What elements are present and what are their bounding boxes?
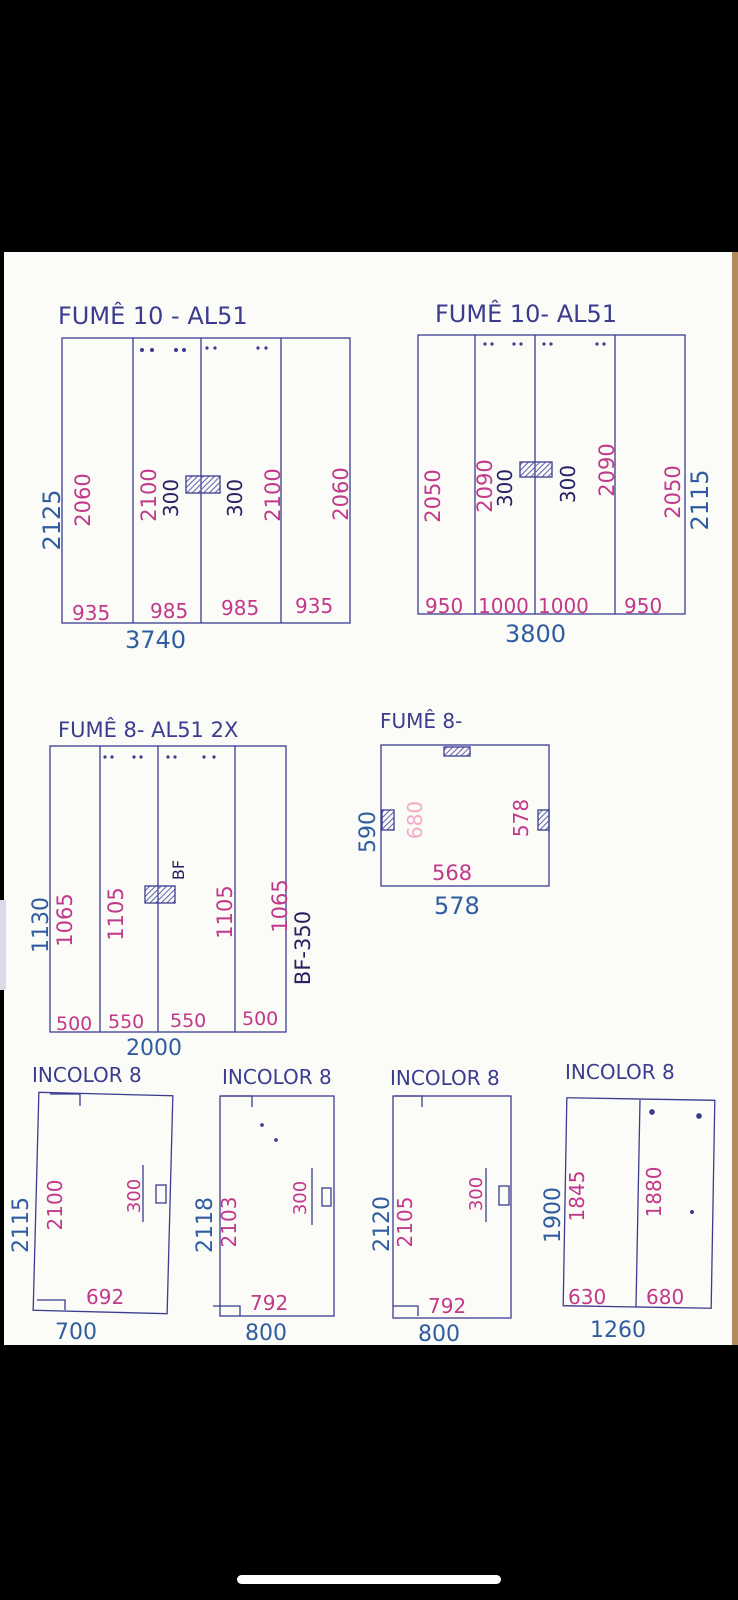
- sheet3-panel3-height: 1105: [213, 885, 237, 938]
- sheet2-panel2-width: 1000: [478, 594, 529, 618]
- sheet-incolor-8-c: [392, 1095, 512, 1319]
- sheet4-total-width: 578: [434, 892, 480, 920]
- sheet2-panel4-width: 950: [624, 594, 662, 618]
- sheet3-panel4-width: 500: [242, 1008, 278, 1030]
- sheet2-panel2-extra: 300: [493, 469, 517, 507]
- sheet3-total-width: 2000: [126, 1036, 182, 1061]
- sheet5-title: INCOLOR 8: [32, 1063, 142, 1087]
- sheet3-panel2-height: 1105: [104, 887, 128, 940]
- sheet-incolor-8-b: [213, 1095, 335, 1317]
- sheet1-panel4-height: 2060: [329, 467, 353, 520]
- sheet-incolor-8-a: [32, 1091, 174, 1315]
- sheet3-panel3-width: 550: [170, 1010, 206, 1032]
- sheet1-panel2-width: 985: [150, 599, 188, 623]
- sheet4-inner-height: 680: [403, 801, 427, 839]
- sheet2-holes: [483, 342, 606, 346]
- sheet1-total-width: 3740: [125, 626, 186, 654]
- sheet3-panel2-width: 550: [108, 1011, 144, 1033]
- sheet6-inner-height: 2103: [217, 1197, 241, 1248]
- sheet5-total-width: 700: [55, 1320, 97, 1345]
- sheet5-height: 2115: [9, 1197, 34, 1253]
- sheet2-panel4-height: 2050: [661, 465, 685, 518]
- sheet8-height: 1900: [541, 1187, 566, 1243]
- sheet2-panel3-extra: 300: [556, 465, 580, 503]
- sheet2-height: 2115: [686, 469, 714, 530]
- sheet6-height: 2118: [193, 1197, 218, 1253]
- paper-background: [4, 252, 732, 1345]
- sheet7-title: INCOLOR 8: [390, 1066, 500, 1090]
- sheet1-panel1-width: 935: [72, 601, 110, 625]
- sheet2-title: FUMÊ 10- AL51: [435, 299, 617, 328]
- sheet8-panel1-width: 630: [568, 1285, 606, 1309]
- sheet2-panel3-height: 2090: [595, 443, 619, 496]
- sheet7-inner-height: 2105: [393, 1197, 417, 1248]
- sheet4-height: 590: [356, 811, 381, 853]
- sheet1-panel1-height: 2060: [71, 473, 95, 526]
- sheet6-title: INCOLOR 8: [222, 1065, 332, 1089]
- sheet3-panel1-height: 1065: [53, 893, 77, 946]
- sheet1-panel4-width: 935: [295, 594, 333, 618]
- sheet6-inner-width: 792: [250, 1291, 288, 1315]
- sheet2-panel1-height: 2050: [421, 469, 445, 522]
- sheet7-height: 2120: [370, 1196, 395, 1252]
- sheet7-inner-width: 792: [428, 1294, 466, 1318]
- sheet4-inner-right: 578: [509, 799, 533, 837]
- sheet-incolor-8-d: [562, 1097, 716, 1309]
- sheet1-panel3-height: 2100: [261, 468, 285, 521]
- sheet1-title: FUMÊ 10 - AL51: [58, 301, 248, 330]
- sheet3-holes: [103, 755, 216, 759]
- sheet2-panel3-width: 1000: [538, 594, 589, 618]
- sheet3-title: FUMÊ 8- AL51 2X: [58, 717, 238, 742]
- sheet8-panel2-height: 1880: [642, 1167, 666, 1218]
- sheet-fume-8-small: [380, 744, 550, 887]
- sheet2-panel2-height: 2090: [473, 459, 497, 512]
- sheet1-holes: [140, 346, 268, 352]
- sheet8-panel2-width: 680: [646, 1285, 684, 1309]
- sheet3-side-note: BF-350: [291, 911, 315, 985]
- home-indicator[interactable]: [237, 1575, 501, 1584]
- sheet1-panel2-extra: 300: [159, 479, 183, 517]
- sheet1-panel3-width: 985: [221, 596, 259, 620]
- sheet3-panel1-width: 500: [56, 1013, 92, 1035]
- sheet7-total-width: 800: [418, 1322, 460, 1347]
- handle-hatched-2: [519, 461, 553, 478]
- sheet7-extra: 300: [466, 1177, 487, 1211]
- sheet-fume-10-right: [417, 334, 686, 615]
- sheet8-panel1-height: 1845: [565, 1171, 589, 1222]
- sheet1-panel2-height: 2100: [137, 468, 161, 521]
- sheet-fume-8: [49, 745, 287, 1033]
- sheet6-total-width: 800: [245, 1321, 287, 1346]
- sheet-fume-10-left: [61, 337, 351, 624]
- wood-edge: [732, 252, 738, 1345]
- sheet4-inner-width: 568: [432, 861, 472, 885]
- sheet3-height: 1130: [29, 897, 54, 953]
- handle-hatched: [185, 475, 221, 494]
- sheet8-total-width: 1260: [590, 1318, 646, 1343]
- handle-top: [443, 746, 471, 757]
- sheet5-inner-height: 2100: [43, 1180, 67, 1231]
- sheet8-title: INCOLOR 8: [565, 1060, 675, 1084]
- handle-right: [537, 809, 550, 831]
- sheet6-extra: 300: [290, 1181, 311, 1215]
- sheet3-panel3-note: BF: [169, 860, 188, 880]
- sheet3-panel4-height: 1065: [268, 879, 292, 932]
- sheet1-panel3-extra: 300: [223, 479, 247, 517]
- left-edge-clip: [0, 900, 6, 990]
- sheet5-inner-width: 692: [86, 1285, 124, 1309]
- handle-left: [381, 809, 395, 831]
- sheet1-height: 2125: [38, 489, 66, 550]
- sheet2-total-width: 3800: [505, 620, 566, 648]
- sheet5-extra: 300: [124, 1179, 145, 1213]
- sheet4-title: FUMÊ 8-: [380, 709, 462, 733]
- sheet2-panel1-width: 950: [425, 594, 463, 618]
- handle-hatched-3: [144, 885, 176, 904]
